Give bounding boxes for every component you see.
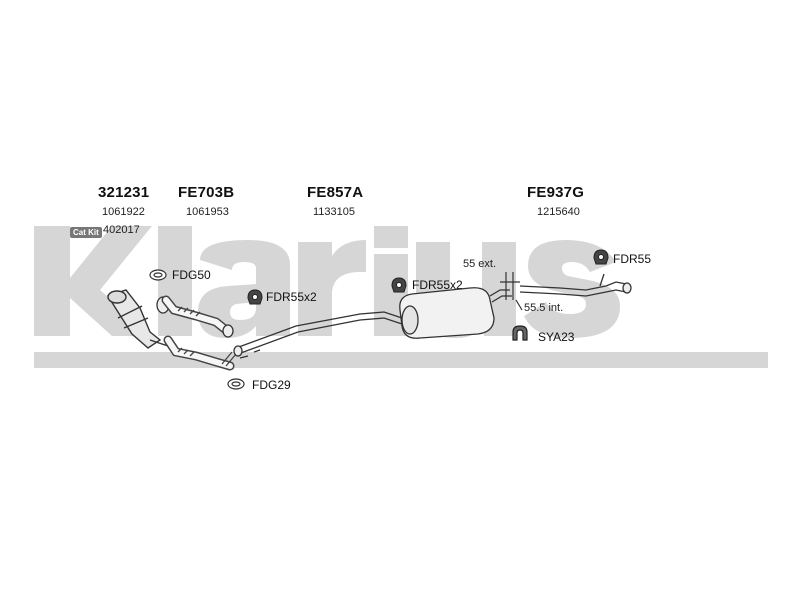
klarius-watermark-logo xyxy=(34,226,768,368)
part-code-321231: 321231 xyxy=(98,184,150,201)
cat-kit-badge: Cat Kit xyxy=(70,227,102,238)
fitting-fdr55x2-mid-label: FDR55x2 xyxy=(412,278,463,292)
cat-kit-number: 402017 xyxy=(103,224,140,236)
fitting-fdr55x2-left-label: FDR55x2 xyxy=(266,290,317,304)
front-pipe-part xyxy=(156,295,237,371)
part-code-fe857a: FE857A xyxy=(307,184,364,201)
part-number-fe703b: 1061953 xyxy=(186,206,229,218)
clamp-icon xyxy=(512,325,528,341)
fitting-fdr55-label: FDR55 xyxy=(613,252,652,266)
hanger-icon xyxy=(247,289,263,305)
part-code-fe937g: FE937G xyxy=(527,184,585,201)
part-number-321231: 1061922 xyxy=(102,206,145,218)
gasket-icon xyxy=(227,378,245,390)
dimension-ext-label: 55 ext. xyxy=(463,258,497,270)
fitting-sya23-label: SYA23 xyxy=(538,330,575,344)
centre-silencer-part xyxy=(233,287,512,359)
dimension-markers xyxy=(500,272,523,311)
dimension-int-label: 55.5 int. xyxy=(524,302,564,314)
part-number-fe937g: 1215640 xyxy=(537,206,580,218)
fitting-fdg50-label: FDG50 xyxy=(172,268,211,282)
fitting-fdg29-label: FDG29 xyxy=(252,378,291,392)
hanger-icon xyxy=(593,249,609,265)
hanger-icon xyxy=(391,277,407,293)
rear-pipe-part xyxy=(519,273,632,297)
gasket-icon xyxy=(149,269,167,281)
part-number-fe857a: 1133105 xyxy=(313,206,356,218)
part-code-fe703b: FE703B xyxy=(178,184,235,201)
catalytic-converter-part xyxy=(106,289,177,353)
